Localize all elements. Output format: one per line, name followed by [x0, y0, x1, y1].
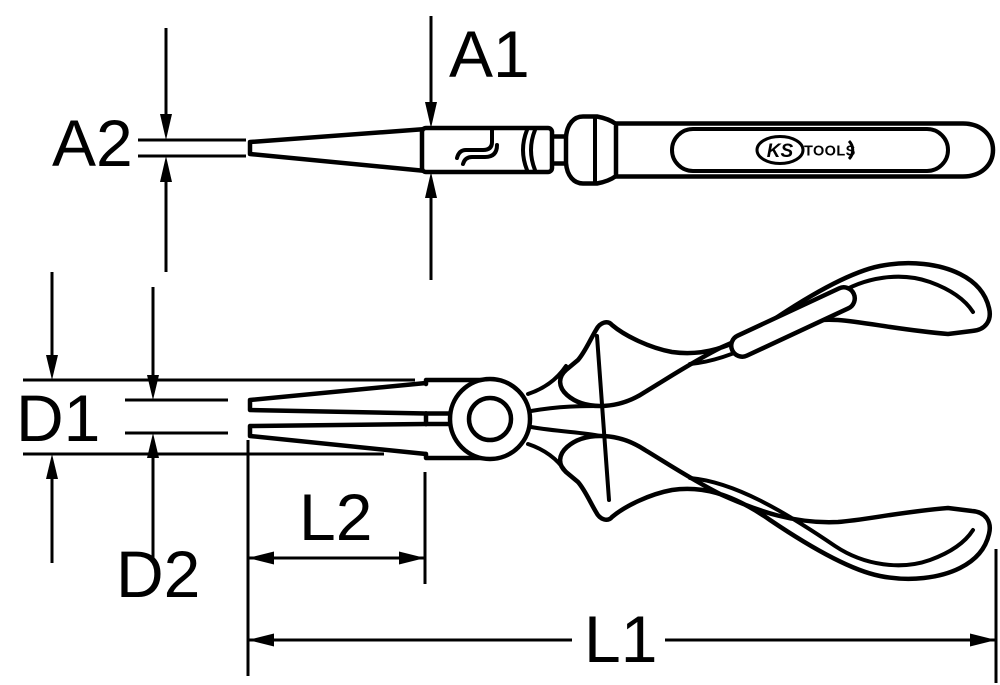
dim-label-d2: D2	[116, 537, 200, 611]
dim-label-l1: L1	[584, 602, 657, 676]
side-view-joint-detail-lower	[461, 143, 499, 166]
pliers-top-view: D1 D2 L2 L1	[16, 260, 998, 683]
tools-logo-text: TOOLS	[804, 144, 856, 160]
top-view-lower-handle	[557, 433, 992, 582]
pliers-side-view: KS TOOLS A1 A2	[52, 16, 996, 280]
top-view-upper-jaw	[247, 380, 429, 416]
side-view-band-right	[529, 128, 537, 172]
l2-arrowhead-right	[399, 551, 425, 565]
dim-label-l2: L2	[299, 480, 372, 554]
side-view-band-left	[521, 128, 529, 172]
logo-paren-arc	[847, 139, 855, 161]
ks-logo-ellipse	[755, 135, 805, 165]
pivot-circle	[466, 395, 514, 443]
l1-arrowhead-right	[970, 633, 996, 647]
top-view-lower-handle-contour	[688, 476, 975, 568]
side-view-collar	[563, 114, 619, 186]
top-view-head-edges	[423, 377, 495, 461]
dim-label-a1: A1	[449, 17, 530, 91]
d2-arrowhead-top	[147, 375, 159, 400]
a2-arrowhead-top	[160, 114, 172, 140]
ks-tools-logo: KS TOOLS	[755, 135, 856, 165]
a1-arrowhead-top	[425, 102, 437, 128]
dim-label-d1: D1	[16, 381, 100, 455]
d1-arrowhead-bottom	[46, 454, 58, 479]
top-view-arm-upper-outer	[526, 364, 568, 396]
top-view-arm-lower-outer	[526, 442, 568, 474]
side-view-joint-detail-upper	[455, 127, 494, 160]
l1-arrowhead-left	[248, 633, 274, 647]
d2-arrowhead-bottom	[147, 433, 159, 458]
side-view-nose	[247, 126, 429, 174]
a2-arrowhead-bottom	[160, 156, 172, 182]
side-view-handle-inner-contour	[670, 127, 950, 173]
top-view-crossing-edge	[595, 334, 611, 502]
top-view-upper-handle-slot	[728, 285, 858, 359]
top-view-lower-jaw	[247, 421, 429, 457]
l2-arrowhead-left	[248, 551, 274, 565]
top-view-arm-upper-inner	[529, 404, 602, 413]
a1-arrowhead-bottom	[425, 172, 437, 198]
d1-arrowhead-top	[46, 355, 58, 380]
top-view-arm-lower-inner	[529, 425, 602, 438]
dim-label-a2: A2	[52, 106, 133, 180]
ks-logo-text: KS	[767, 141, 794, 162]
